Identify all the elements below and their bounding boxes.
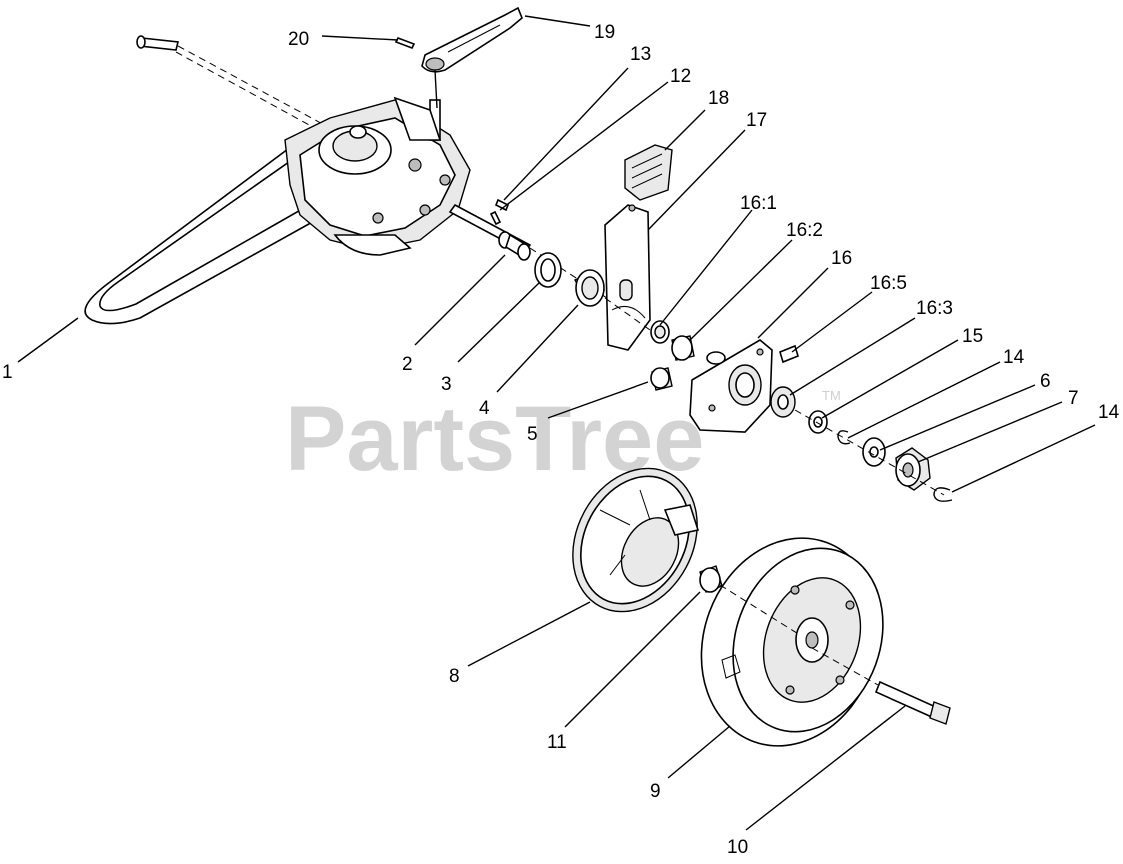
part-2-bushing[interactable] xyxy=(498,231,531,261)
callout-4: 4 xyxy=(479,398,490,419)
transmission-housing[interactable] xyxy=(284,96,611,301)
part-16-1-ring[interactable] xyxy=(650,320,670,344)
part-8-wheel-cover[interactable] xyxy=(549,447,722,634)
part-12-pin[interactable] xyxy=(489,210,502,226)
part-18-pad[interactable] xyxy=(624,144,673,201)
part-3-washer[interactable] xyxy=(534,252,562,288)
part-11-bushing[interactable] xyxy=(699,565,723,593)
callout-2: 2 xyxy=(402,354,413,375)
callout-14-lower: 14 xyxy=(1098,402,1120,423)
part-16-bracket[interactable] xyxy=(689,339,773,433)
part-13-pin[interactable] xyxy=(494,198,510,212)
callout-15: 15 xyxy=(962,326,983,347)
part-9-wheel[interactable] xyxy=(673,513,908,771)
part-17-bracket-plate[interactable] xyxy=(604,204,651,351)
callout-16: 16 xyxy=(831,248,852,269)
callout-6: 6 xyxy=(1040,371,1051,392)
callout-8: 8 xyxy=(449,666,460,687)
callout-11: 11 xyxy=(547,732,567,753)
callout-12: 12 xyxy=(670,66,691,87)
part-16-2-spacer[interactable] xyxy=(671,335,695,361)
callout-16-1: 16:1 xyxy=(740,193,777,214)
callout-17: 17 xyxy=(746,110,767,131)
callout-18: 18 xyxy=(708,88,729,109)
callout-16-3: 16:3 xyxy=(916,298,953,319)
callout-7: 7 xyxy=(1068,388,1079,409)
callout-16-2: 16:2 xyxy=(786,220,823,241)
callout-14-upper: 14 xyxy=(1003,347,1025,368)
part-4-bearing[interactable] xyxy=(574,269,605,307)
callout-3: 3 xyxy=(441,374,452,395)
part-6-washer[interactable] xyxy=(862,437,886,467)
callout-5: 5 xyxy=(527,424,538,445)
part-20-pin[interactable] xyxy=(394,36,416,50)
part-15-washer[interactable] xyxy=(808,410,828,434)
watermark-tm: TM xyxy=(822,388,841,403)
assembly-axis xyxy=(604,297,945,636)
part-16-5-pin[interactable] xyxy=(779,344,799,364)
part-19-lever[interactable] xyxy=(421,6,523,109)
callout-19: 19 xyxy=(594,22,615,43)
callout-labels: 1 2 3 4 5 6 7 8 9 10 11 12 13 14 14 15 1… xyxy=(2,22,1120,858)
callout-20: 20 xyxy=(288,29,309,50)
part-14-clip-lower[interactable] xyxy=(933,487,953,502)
part-16-3-bearing[interactable] xyxy=(770,386,796,418)
callout-16-5: 16:5 xyxy=(870,273,907,294)
callout-13: 13 xyxy=(630,44,651,65)
callout-1: 1 xyxy=(2,362,13,383)
part-14-clip-upper[interactable] xyxy=(837,430,851,445)
callout-10: 10 xyxy=(727,837,748,858)
part-10-bolt[interactable] xyxy=(811,647,951,725)
callout-9: 9 xyxy=(650,781,661,802)
leader-lines xyxy=(17,15,1096,831)
part-5-bushing[interactable] xyxy=(650,367,673,391)
